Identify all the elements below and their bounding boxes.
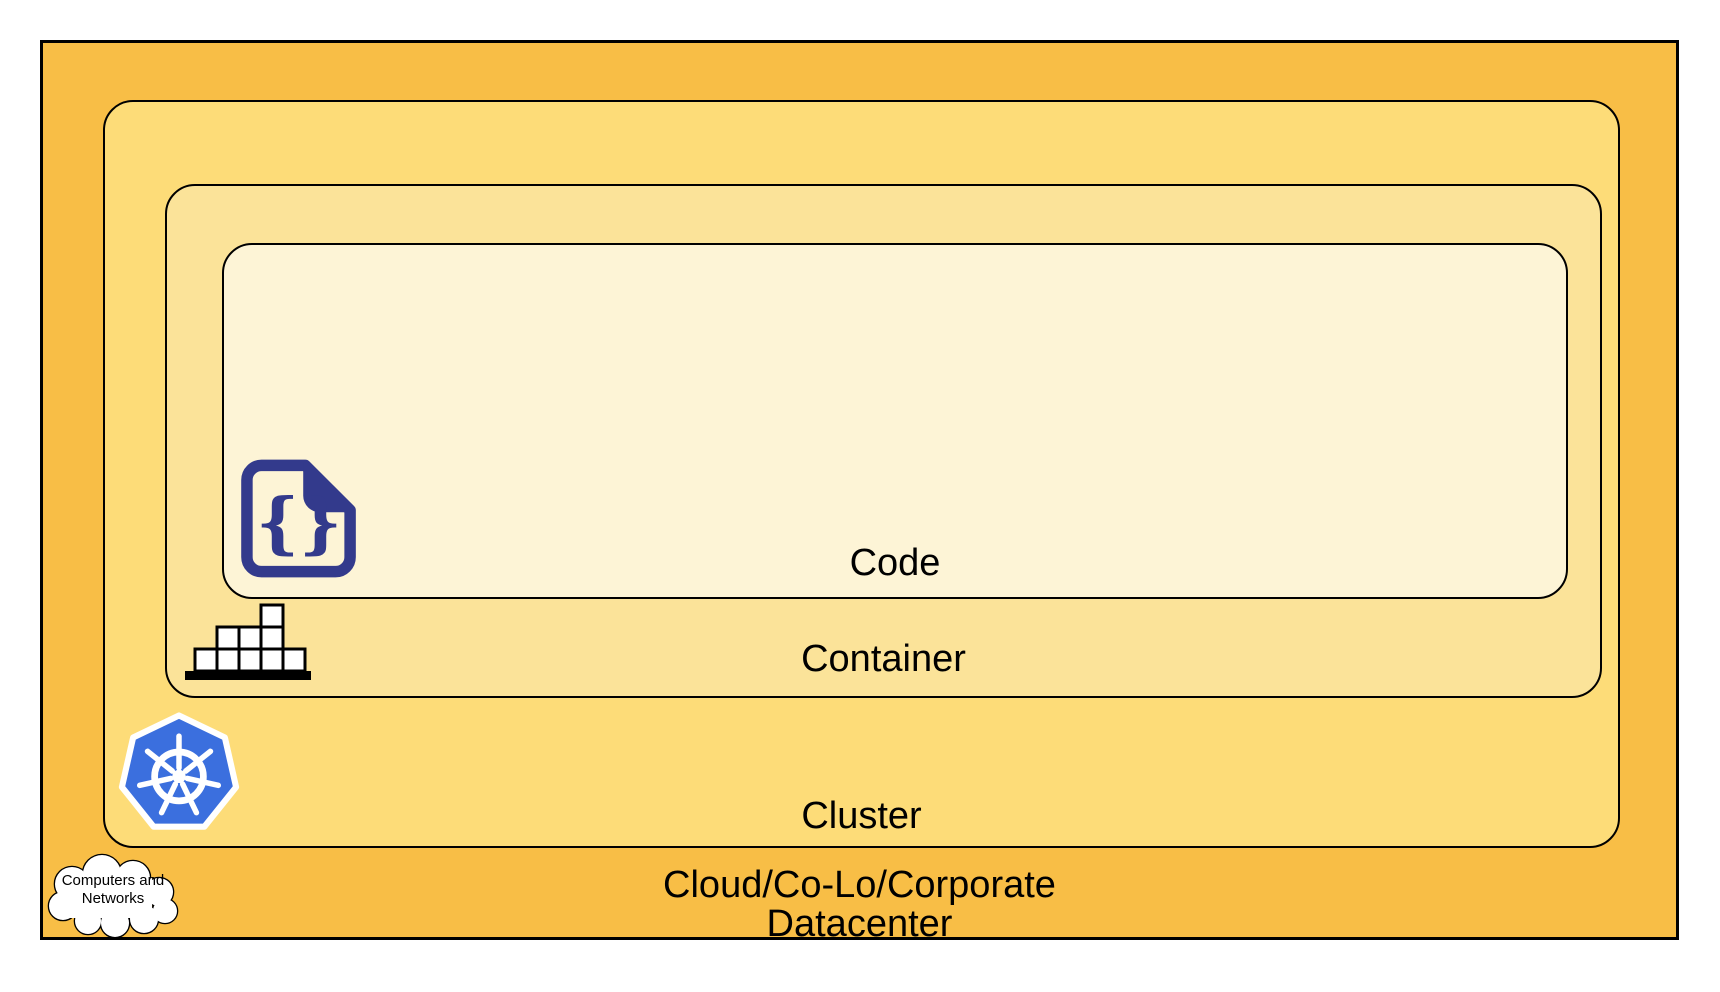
cloud-label: Computers and Networks (40, 872, 186, 908)
cloud-label-line1: Computers and (61, 872, 165, 889)
cloud-label-line2: Networks (81, 890, 145, 907)
container-boxes-icon (185, 603, 311, 680)
cluster-label: Cluster (801, 795, 922, 837)
code-file-icon: {} (241, 459, 356, 578)
datacenter-label: Cloud/Co-Lo/Corporate Datacenter (40, 866, 1679, 944)
datacenter-label-line1: Cloud/Co-Lo/Corporate (663, 864, 1056, 906)
cloud-icon (47, 853, 179, 939)
code-label: Code (849, 542, 941, 584)
layer-code-box (222, 243, 1568, 599)
container-label: Container (801, 638, 966, 680)
kubernetes-helm-icon (118, 712, 240, 830)
datacenter-label-line2: Datacenter (766, 903, 953, 945)
code-braces-glyph: {} (256, 483, 342, 562)
